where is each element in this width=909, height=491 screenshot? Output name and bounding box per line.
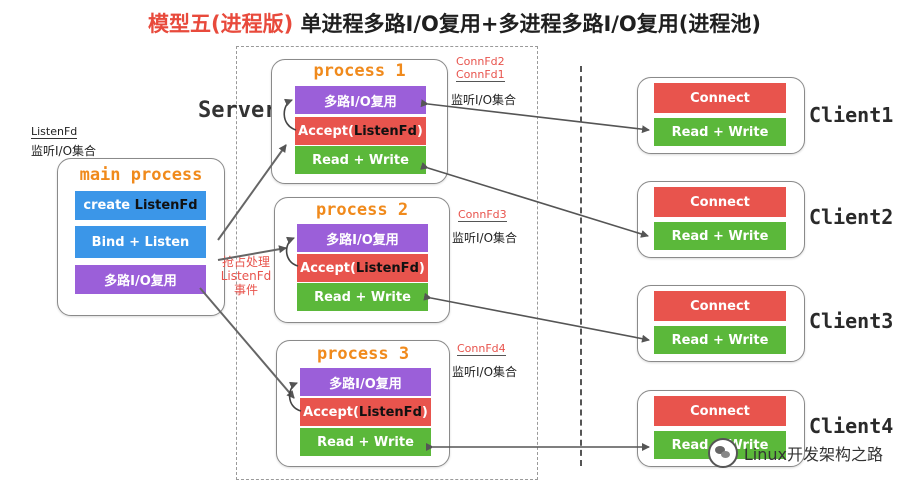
create-prefix: create <box>83 198 131 213</box>
wechat-icon <box>707 438 738 468</box>
process-title: process 1 <box>313 61 406 81</box>
process-3-fd-note: ConnFd4 <box>457 342 506 356</box>
grab-note-line1: 抢占处理 <box>221 255 270 269</box>
main-mux-block: 多路I/O复用 <box>75 265 206 294</box>
process-1-fd-note: ConnFd2 ConnFd1 <box>456 55 505 82</box>
accept-suffix: ) <box>421 404 428 420</box>
main-to-process3-arrow <box>199 287 295 399</box>
client-rw-block: Read + Write <box>654 118 786 146</box>
main-to-process2-arrow <box>217 245 287 261</box>
diagram-title: 模型五(进程版) 单进程多路I/O复用+多进程多路I/O复用(进程池) <box>0 8 909 38</box>
client-label: Client4 <box>809 414 894 438</box>
fd-line: ConnFd4 <box>457 342 506 356</box>
process-3-set-label: 监听I/O集合 <box>452 365 518 379</box>
p1-client2-arrow <box>420 162 649 238</box>
client-connect-block: Connect <box>654 396 786 426</box>
client-label: Client3 <box>809 309 894 333</box>
title-part2: 单进程多路I/O复用+多进程多路I/O复用(进程池) <box>293 12 761 36</box>
process2-loop-arrow <box>285 236 299 267</box>
process-box-1: process 1 多路I/O复用 Accept(ListenFd) Read … <box>271 59 448 184</box>
fd-line: ConnFd2 <box>456 55 505 68</box>
process-box-3: process 3 多路I/O复用 Accept(ListenFd) Read … <box>276 340 450 467</box>
accept-prefix: Accept( <box>300 260 356 276</box>
client-box-1: Connect Read + Write <box>637 77 805 154</box>
client-box-2: Connect Read + Write <box>637 181 805 258</box>
accept-keyword: ListenFd <box>355 260 419 276</box>
process-mux-block: 多路I/O复用 <box>295 86 426 114</box>
process-accept-block: Accept(ListenFd) <box>297 254 428 282</box>
process-accept-block: Accept(ListenFd) <box>300 398 431 426</box>
watermark-text: Linux开发架构之路 <box>743 445 883 464</box>
title-part1: 模型五(进程版) <box>148 12 294 36</box>
create-keyword: ListenFd <box>134 198 198 213</box>
client-connect-block: Connect <box>654 83 786 113</box>
client-box-4: Connect Read + Write <box>637 390 805 467</box>
process-accept-block: Accept(ListenFd) <box>295 117 426 145</box>
grab-note-line2: ListenFd <box>220 269 272 283</box>
client-label: Client1 <box>809 103 894 127</box>
listen-note: ListenFd 监听I/O集合 <box>31 120 96 159</box>
p1-client1-arrow <box>420 99 650 134</box>
accept-keyword: ListenFd <box>353 123 417 139</box>
accept-keyword: ListenFd <box>358 404 422 420</box>
process-rw-block: Read + Write <box>300 428 431 456</box>
process-title: process 2 <box>315 200 409 220</box>
process1-loop-arrow <box>283 98 297 131</box>
process-title: process 3 <box>316 344 410 364</box>
listen-note-title: ListenFd <box>31 125 78 139</box>
watermark: Linux开发架构之路 <box>707 438 883 468</box>
grab-note: 抢占处理 ListenFd 事件 <box>218 255 274 297</box>
accept-prefix: Accept( <box>303 404 359 420</box>
process-mux-block: 多路I/O复用 <box>297 224 428 252</box>
accept-suffix: ) <box>416 123 423 139</box>
accept-prefix: Accept( <box>298 123 354 139</box>
process-rw-block: Read + Write <box>297 283 428 311</box>
client-connect-block: Connect <box>654 187 786 217</box>
process3-loop-arrow <box>288 381 302 412</box>
process-mux-block: 多路I/O复用 <box>300 368 431 396</box>
process-box-2: process 2 多路I/O复用 Accept(ListenFd) Read … <box>274 197 450 323</box>
p2-client3-arrow <box>423 292 650 343</box>
bind-listen-block: Bind + Listen <box>75 226 206 258</box>
create-listenfd-block: create ListenFd <box>75 191 206 220</box>
grab-note-line3: 事件 <box>233 283 258 297</box>
client-rw-block: Read + Write <box>654 326 786 354</box>
main-process-box: main process create ListenFd Bind + List… <box>57 158 225 316</box>
accept-suffix: ) <box>418 260 425 276</box>
fd-line: ConnFd1 <box>456 68 505 82</box>
network-divider <box>580 66 582 466</box>
client-connect-block: Connect <box>654 291 786 321</box>
client-label: Client2 <box>809 205 894 229</box>
process-rw-block: Read + Write <box>295 146 426 174</box>
server-frame <box>236 46 538 480</box>
client-box-3: Connect Read + Write <box>637 285 805 362</box>
server-label: Server <box>198 98 278 123</box>
main-process-title: main process <box>79 165 203 185</box>
client-rw-block: Read + Write <box>654 222 786 250</box>
main-to-process1-arrow <box>217 144 287 241</box>
listen-note-sub: 监听I/O集合 <box>31 144 97 158</box>
